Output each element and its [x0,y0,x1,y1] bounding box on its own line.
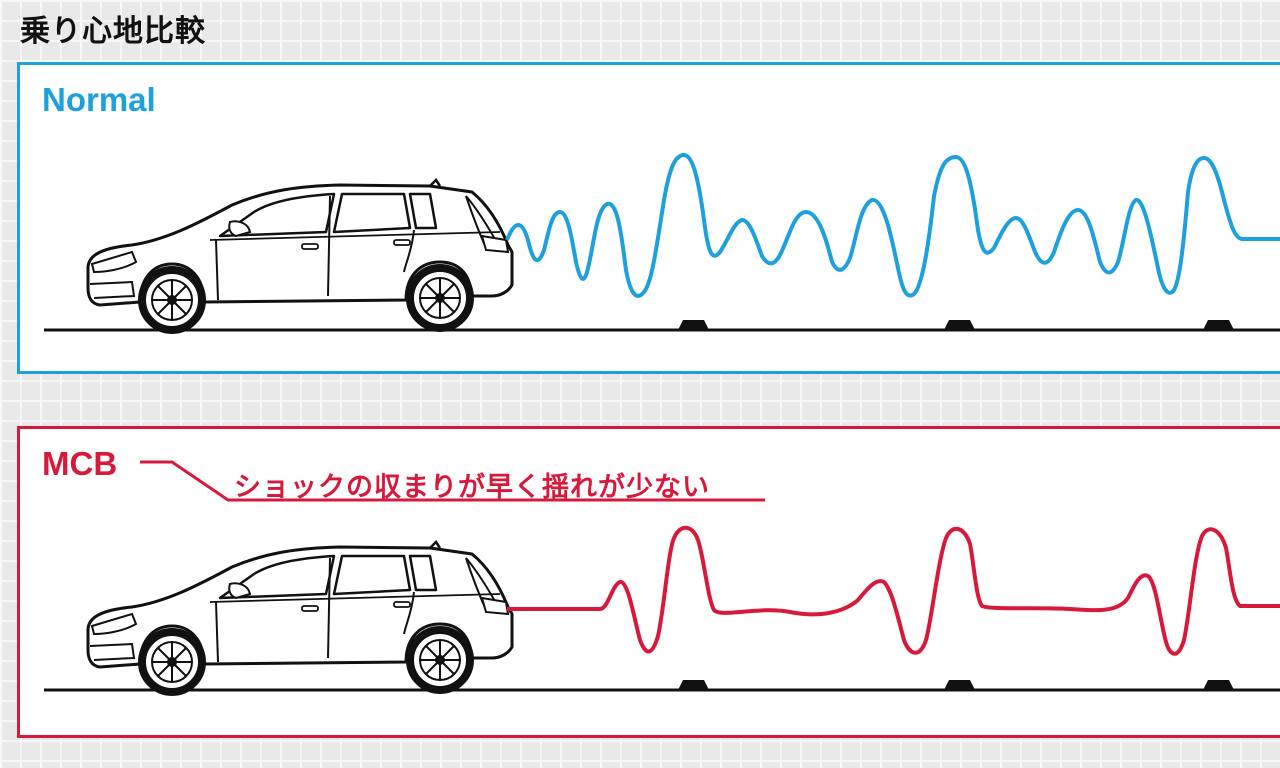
mcb-scene [17,426,1280,738]
car-drawing [88,180,512,330]
hatchback-car-icon [88,180,512,330]
car-drawing [88,542,512,692]
road-bump-2 [944,680,975,690]
normal-scene [17,62,1280,374]
road-bump-1 [678,320,709,330]
ride-wave-normal [507,155,1280,296]
road-bump-1 [678,680,709,690]
hatchback-car-icon [88,542,512,692]
panel-normal: Normal [17,62,1280,374]
panel-mcb: MCB ショックの収まりが早く揺れが少ない [17,426,1280,738]
road-bump-2 [944,320,975,330]
ride-wave-mcb [507,528,1280,654]
page-title: 乗り心地比較 [20,6,206,50]
road-bump-3 [1203,320,1234,330]
annotation-leader-line [140,462,765,500]
road-bump-3 [1203,680,1234,690]
